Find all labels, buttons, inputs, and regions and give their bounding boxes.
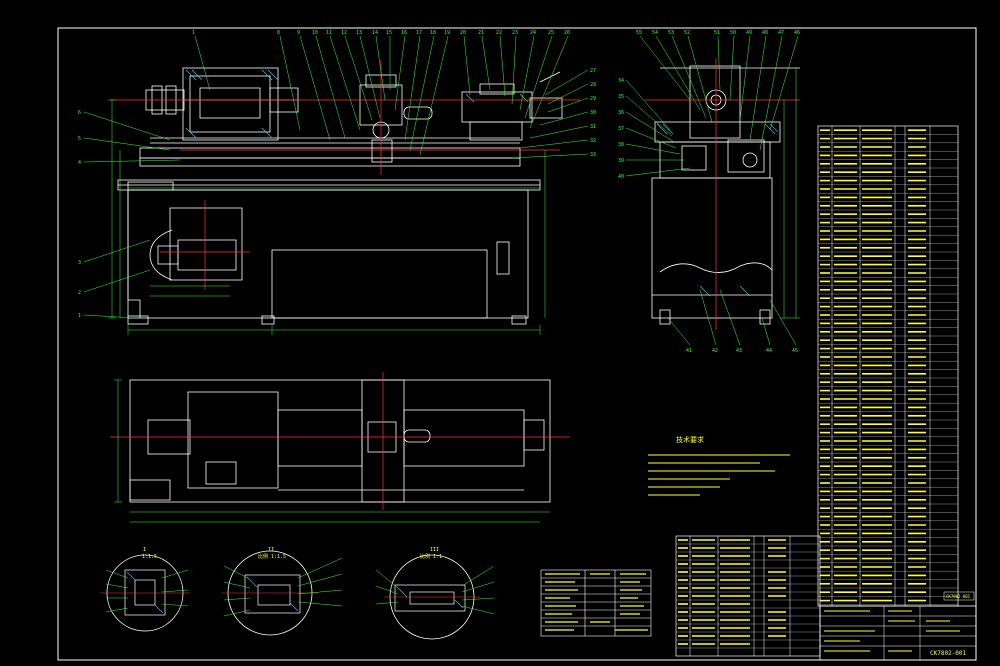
svg-text:18: 18 — [430, 30, 436, 36]
svg-text:51: 51 — [714, 30, 720, 36]
side-dimensions — [780, 68, 800, 319]
svg-text:40: 40 — [618, 174, 624, 180]
svg-text:1: 1 — [192, 30, 195, 36]
notes-title: 技术要求 — [676, 435, 704, 444]
svg-text:5: 5 — [78, 136, 81, 142]
detail-label-3: III — [430, 547, 439, 553]
parts-list-right — [817, 125, 959, 607]
side-centerlines — [645, 58, 800, 330]
svg-text:20: 20 — [460, 30, 466, 36]
svg-text:53: 53 — [668, 30, 674, 36]
svg-text:45: 45 — [792, 348, 798, 354]
front-dimensions — [108, 99, 546, 335]
svg-text:44: 44 — [766, 348, 772, 354]
front-leaders — [83, 35, 589, 319]
top-dimensions — [114, 379, 550, 523]
technical-notes: 技术要求 — [648, 435, 790, 496]
svg-text:23: 23 — [512, 30, 518, 36]
svg-text:27: 27 — [590, 68, 596, 74]
svg-text:54: 54 — [652, 30, 658, 36]
svg-text:49: 49 — [746, 30, 752, 36]
detail-scale-2: 比例 1:1.5 — [258, 553, 286, 560]
detail-scale-3: 比例 1:1 — [420, 553, 442, 560]
front-view-hatch — [185, 69, 529, 139]
svg-text:6: 6 — [78, 110, 81, 116]
svg-text:21: 21 — [478, 30, 484, 36]
svg-text:47: 47 — [778, 30, 784, 36]
drawing-number: CK7802-001 — [930, 650, 967, 657]
svg-text:10: 10 — [312, 30, 318, 36]
svg-text:50: 50 — [730, 30, 736, 36]
svg-text:36: 36 — [618, 110, 624, 116]
front-view — [117, 67, 563, 325]
svg-text:28: 28 — [590, 82, 596, 88]
svg-text:26: 26 — [564, 30, 570, 36]
svg-text:25: 25 — [548, 30, 554, 36]
svg-text:2: 2 — [78, 290, 81, 296]
svg-text:4: 4 — [78, 160, 81, 166]
svg-text:31: 31 — [590, 124, 596, 130]
top-view — [129, 379, 551, 503]
svg-text:39: 39 — [618, 158, 624, 164]
svg-text:48: 48 — [762, 30, 768, 36]
svg-text:29: 29 — [590, 96, 596, 102]
spec-table — [540, 569, 652, 637]
detail-label-2: II — [268, 547, 274, 553]
svg-text:22: 22 — [496, 30, 502, 36]
svg-text:35: 35 — [618, 94, 624, 100]
sheet-border — [57, 27, 977, 661]
svg-text:16: 16 — [401, 30, 407, 36]
top-centerlines — [110, 372, 570, 510]
front-centerlines — [110, 60, 580, 290]
detail-views: I 1:1.5 II 比例 1:1.5 III 比例 1:1 — [100, 547, 495, 640]
svg-text:46: 46 — [794, 30, 800, 36]
svg-text:30: 30 — [590, 110, 596, 116]
detail-scale-1: 1:1.5 — [142, 554, 157, 560]
svg-text:55: 55 — [636, 30, 642, 36]
svg-text:19: 19 — [444, 30, 450, 36]
svg-text:12: 12 — [341, 30, 347, 36]
side-view — [651, 65, 800, 325]
title-block: CK7802-001 CK7802-001 — [819, 591, 977, 661]
svg-text:52: 52 — [684, 30, 690, 36]
side-leaders — [625, 35, 799, 346]
drawing-number-top: CK7802-001 — [946, 594, 971, 599]
svg-text:1: 1 — [78, 313, 81, 319]
svg-text:41: 41 — [686, 348, 692, 354]
svg-text:13: 13 — [356, 30, 362, 36]
spec-table-text — [545, 573, 648, 631]
svg-text:32: 32 — [590, 138, 596, 144]
svg-text:38: 38 — [618, 142, 624, 148]
parts-list-bottom — [675, 535, 821, 657]
svg-text:24: 24 — [530, 30, 536, 36]
svg-text:11: 11 — [326, 30, 332, 36]
svg-text:8: 8 — [277, 30, 280, 36]
side-view-hatch — [656, 123, 779, 297]
svg-text:14: 14 — [372, 30, 378, 36]
svg-text:37: 37 — [618, 126, 624, 132]
svg-text:43: 43 — [736, 348, 742, 354]
detail-label-1: I — [143, 547, 146, 553]
svg-text:3: 3 — [78, 260, 81, 266]
svg-text:34: 34 — [618, 78, 624, 84]
svg-text:9: 9 — [297, 30, 300, 36]
svg-text:33: 33 — [590, 152, 596, 158]
svg-text:17: 17 — [416, 30, 422, 36]
svg-text:42: 42 — [712, 348, 718, 354]
svg-text:15: 15 — [386, 30, 392, 36]
